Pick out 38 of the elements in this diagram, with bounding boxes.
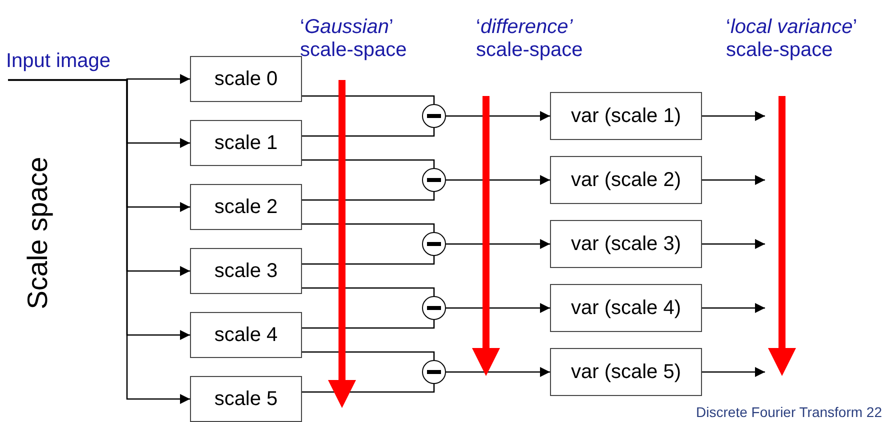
connector-line — [302, 384, 435, 393]
connector-line — [446, 239, 550, 249]
process-box: scale 1 — [190, 120, 302, 166]
process-box: var (scale 2) — [550, 156, 702, 204]
process-box: var (scale 4) — [550, 284, 702, 332]
connector-line — [702, 367, 765, 377]
process-box: scale 2 — [190, 184, 302, 230]
column-heading: ‘local variance’ scale-space — [726, 16, 858, 62]
process-box: var (scale 5) — [550, 348, 702, 396]
connector-line — [446, 303, 550, 313]
connector-line — [302, 159, 435, 168]
process-box: var (scale 3) — [550, 220, 702, 268]
connector-line — [302, 351, 435, 360]
process-box: scale 5 — [190, 376, 302, 422]
column-heading: ‘difference’ scale-space — [476, 16, 584, 62]
connector-line — [302, 128, 435, 137]
column-heading: ‘Gaussian’ scale-space — [300, 16, 408, 62]
process-box: scale 3 — [190, 248, 302, 294]
connector-line — [702, 175, 765, 185]
connector-line — [302, 192, 435, 201]
connector-line — [702, 111, 765, 121]
connector-line — [8, 79, 190, 404]
footer-text: Discrete Fourier Transform 22 — [696, 403, 882, 421]
connector-line — [702, 239, 765, 249]
process-box: scale 4 — [190, 312, 302, 358]
connector-line — [302, 223, 435, 232]
process-box: scale 0 — [190, 56, 302, 102]
connector-line — [446, 367, 550, 377]
connector-line — [302, 256, 435, 265]
process-box: var (scale 1) — [550, 92, 702, 140]
connector-line — [302, 95, 435, 104]
connector-line — [302, 287, 435, 296]
axis-title: Scale space — [21, 156, 54, 312]
connector-line — [702, 303, 765, 313]
connector-line — [446, 175, 550, 185]
connector-line — [302, 320, 435, 329]
connector-line — [446, 111, 550, 121]
input-label: Input image — [6, 48, 136, 74]
